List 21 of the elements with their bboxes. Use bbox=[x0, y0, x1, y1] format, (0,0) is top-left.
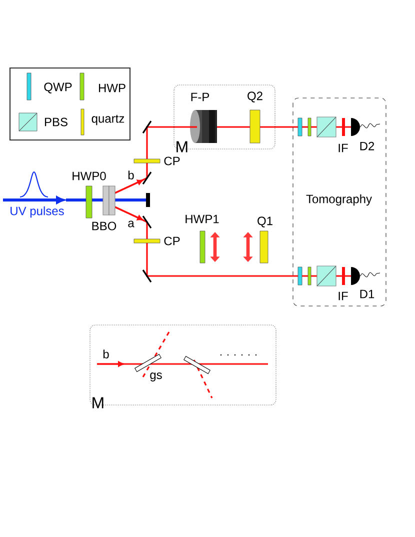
component-label: D2 bbox=[360, 142, 374, 150]
component-label: CP bbox=[164, 156, 180, 166]
legend-label: HWP bbox=[98, 84, 126, 92]
component-label: b bbox=[128, 170, 134, 180]
component-label: IF bbox=[338, 292, 348, 300]
legend-label: QWP bbox=[44, 82, 72, 94]
component-label: F-P bbox=[191, 92, 210, 102]
component-label: HWP1 bbox=[186, 214, 219, 224]
component-label: BBO bbox=[92, 222, 116, 230]
component-label: b bbox=[103, 350, 109, 358]
component-label: Q2 bbox=[248, 92, 262, 102]
component-label: HWP0 bbox=[72, 172, 106, 180]
legend-label: PBS bbox=[44, 118, 68, 126]
component-label: Q1 bbox=[258, 216, 272, 228]
component-label: D1 bbox=[360, 290, 374, 298]
component-label: UV pulses bbox=[10, 206, 64, 218]
component-label: CP bbox=[164, 236, 180, 246]
legend-label: quartz bbox=[92, 114, 124, 126]
component-label: gs bbox=[150, 372, 162, 382]
component-label: a bbox=[128, 220, 134, 228]
component-label: IF bbox=[338, 144, 348, 152]
